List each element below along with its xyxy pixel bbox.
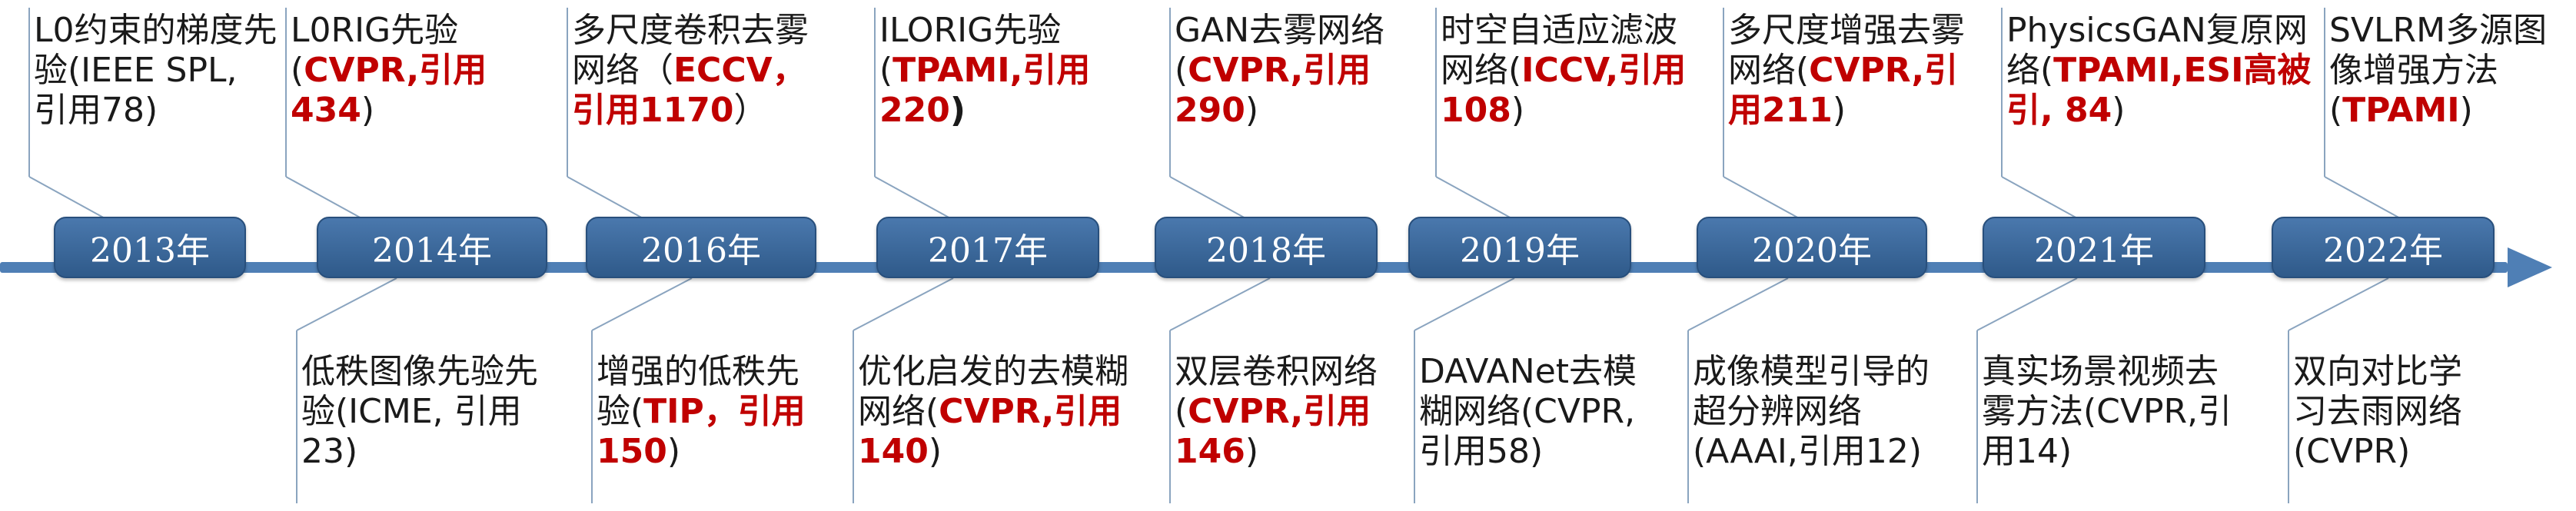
label-text-part: ) [361,91,375,130]
label-text-part: ( [1508,51,1522,90]
timeline-arrowhead [2508,247,2552,287]
label-text-part: ( [2040,51,2054,90]
label-text-part: 低秩图像先验先验(ICME, 引用23) [301,352,538,471]
label-text-part: ( [630,392,644,431]
year-box-2016: 2016年 [586,217,816,278]
label-text-part: ) [1832,91,1846,130]
label-text-part: SVLRM多源图像增强方法 [2329,11,2548,90]
label-text-part: 双向对比学习去雨网络(CVPR) [2293,352,2462,471]
label-text-part: PhysicsGAN复原网络 [2006,11,2308,90]
label-text-part: ( [1175,51,1188,90]
year-box-2021: 2021年 [1983,217,2205,278]
bottom-label-2022: 双向对比学习去雨网络(CVPR) [2293,352,2485,472]
bottom-connector-diagonal [296,277,397,331]
label-text-part: 优化启发的去模糊网络 [858,352,1128,431]
label-text-part: ILORIG先验 [879,11,1062,50]
label-text-part: GAN去雾网络 [1175,11,1385,50]
label-text-part: ( [926,392,939,431]
label-text-part: ) [928,432,942,471]
label-text-part: 增强的低秩先验 [597,352,799,431]
top-label-2017: ILORIG先验(TPAMI,引用220) [879,11,1118,131]
label-text-part: ( [2329,91,2343,130]
label-text-part: TPAMI [2342,91,2460,130]
label-text-part: 时空自适应滤波网络 [1441,11,1677,90]
label-text-part: ） [733,91,768,130]
label-text-part: ( [1175,392,1188,431]
bottom-connector-diagonal [591,277,693,331]
bottom-connector-diagonal [1687,277,1789,331]
bottom-connector-diagonal [2288,277,2389,331]
top-label-2014: L0RIG先验(CVPR,引用434) [291,11,544,131]
label-text-part: DAVANet去模糊网络(CVPR, 引用58) [1419,352,1637,471]
bottom-label-2019: DAVANet去模糊网络(CVPR, 引用58) [1419,352,1665,472]
year-box-2013: 2013年 [54,217,246,278]
label-text-part: ( [879,51,893,90]
label-text-part: ) [1245,91,1259,130]
top-label-2019: 时空自适应滤波网络(ICCV,引用108) [1441,11,1702,131]
label-text-part: CVPR,引用211 [1728,51,1959,130]
year-box-2017: 2017年 [876,217,1099,278]
bottom-label-2020: 成像模型引导的超分辨网络(AAAI,引用12) [1693,352,1954,472]
label-text-part: 成像模型引导的超分辨网络(AAAI,引用12) [1693,352,1930,471]
top-label-2020: 多尺度增强去雾网络(CVPR,引用211) [1728,11,1982,131]
year-box-2022: 2022年 [2272,217,2495,278]
label-text-part: TIP，引用150 [597,392,806,471]
label-text-part: ) [1245,432,1259,471]
year-box-2018: 2018年 [1155,217,1378,278]
label-text-part: CVPR,引用290 [1175,51,1371,130]
bottom-connector-diagonal [853,277,954,331]
label-text-part: ICCV,引用108 [1441,51,1687,130]
label-text-part: TPAMI,ESI高被引, 84 [2006,51,2312,130]
year-box-2014: 2014年 [317,217,547,278]
label-text-part: CVPR,引用146 [1175,392,1371,471]
bottom-label-2014: 低秩图像先验先验(ICME, 引用23) [301,352,547,472]
label-text-part: 真实场景视频去雾方法(CVPR,引用14) [1982,352,2232,471]
bottom-label-2021: 真实场景视频去雾方法(CVPR,引用14) [1982,352,2243,472]
label-text-part: 多尺度增强去雾网络 [1728,11,1965,90]
bottom-label-2016: 增强的低秩先验(TIP，引用150) [597,352,827,472]
top-label-2022: SVLRM多源图像增强方法(TPAMI) [2329,11,2568,131]
label-text-part: ) [666,432,681,471]
year-box-2019: 2019年 [1408,217,1631,278]
label-text-part: ) [1511,91,1525,130]
bottom-connector-diagonal [1976,277,2078,331]
year-box-2020: 2020年 [1697,217,1927,278]
label-text-part: ECCV，引用1170 [572,51,806,130]
label-text-part: CVPR,引用434 [291,51,487,130]
bottom-label-2017: 优化启发的去模糊网络(CVPR,引用140) [858,352,1142,472]
bottom-label-2018: 双层卷积网络(CVPR,引用146) [1175,352,1405,472]
label-text-part: L0约束的梯度先验(IEEE SPL, 引用78) [34,11,278,130]
top-label-2016: 多尺度卷积去雾网络（ECCV，引用1170） [572,11,833,131]
top-label-2013: L0约束的梯度先验(IEEE SPL, 引用78) [34,11,281,131]
label-text-part: ( [291,51,304,90]
label-text-part: 双层卷积网络 [1175,352,1378,391]
label-text-part: 多尺度卷积去雾网络（ [572,11,809,90]
top-label-2018: GAN去雾网络(CVPR,引用290) [1175,11,1405,131]
label-text-part: TPAMI,引用220 [879,51,1091,130]
label-text-part: ) [949,91,966,130]
label-text-part: L0RIG先验 [291,11,459,50]
label-text-part: ) [2459,91,2473,130]
label-text-part: ) [2112,91,2126,130]
top-label-2021: PhysicsGAN复原网络(TPAMI,ESI高被引, 84) [2006,11,2329,131]
bottom-connector-diagonal [1414,277,1515,331]
label-text-part: CVPR,引用140 [858,392,1122,471]
label-text-part: ( [1796,51,1810,90]
bottom-connector-diagonal [1169,277,1271,331]
